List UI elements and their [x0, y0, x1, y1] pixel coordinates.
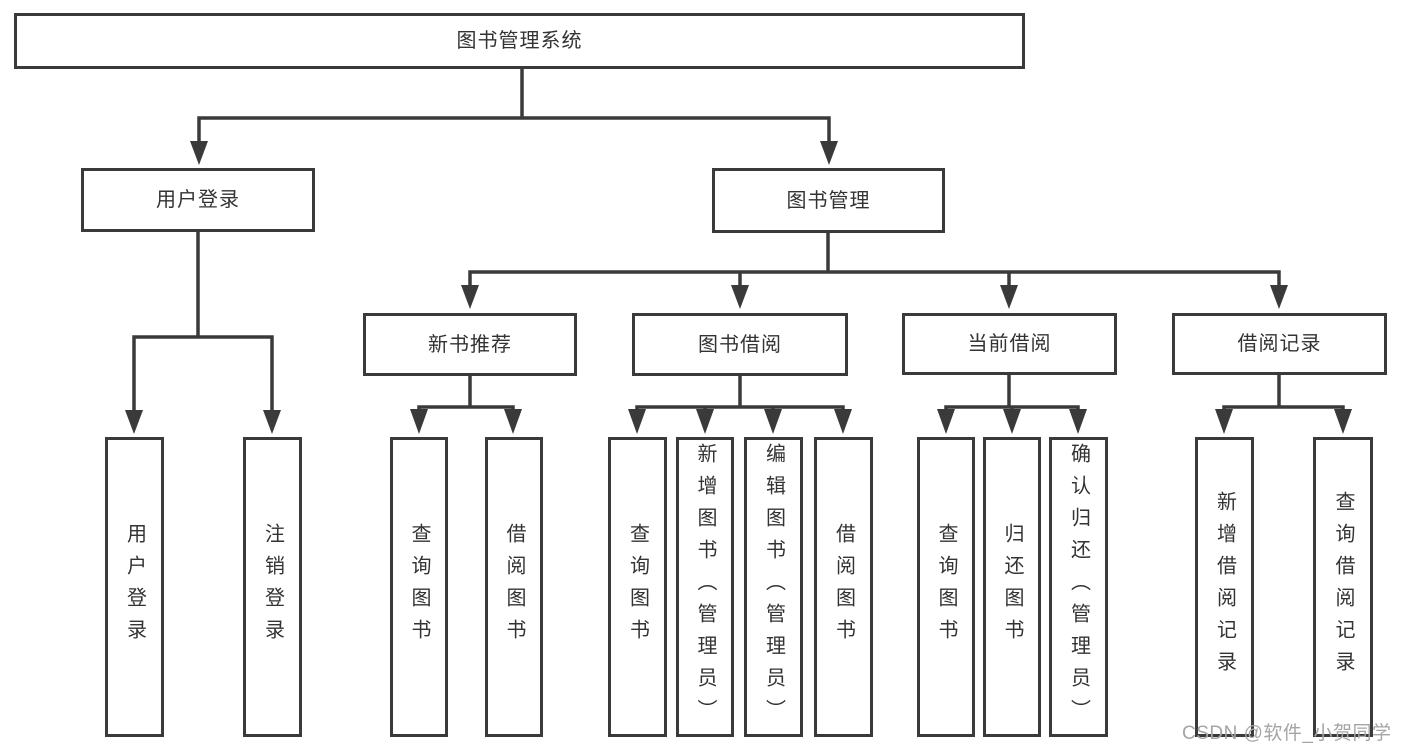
arrow-down-icon [731, 285, 749, 309]
arrow-down-icon [1215, 409, 1233, 434]
leaf-confirm-return-admin: 确认归还（管理员） [1049, 437, 1108, 737]
arrow-down-icon [1003, 409, 1021, 434]
arrow-down-icon [1334, 409, 1352, 434]
node-label: 借阅图书 [503, 523, 525, 651]
arrow-down-icon [834, 409, 852, 434]
watermark-text: CSDN @软件_小贺同学 [1182, 723, 1392, 744]
leaf-edit-books-admin: 编辑图书（管理员） [744, 437, 803, 737]
arrow-down-icon [764, 409, 782, 434]
leaf-query-borrow-record: 查询借阅记录 [1313, 437, 1373, 737]
node-label: 查询借阅记录 [1332, 491, 1354, 683]
node-label: 借阅记录 [1237, 333, 1322, 355]
connector-records-branch [1222, 405, 1345, 410]
leaf-borrow-books-2: 借阅图书 [814, 437, 873, 737]
arrow-down-icon [410, 409, 428, 434]
node-label: 查询图书 [935, 523, 957, 651]
node-label: 用户登录 [156, 189, 240, 211]
leaf-query-books-3: 查询图书 [917, 437, 975, 737]
arrow-down-icon [125, 410, 143, 434]
arrow-down-icon [461, 285, 479, 309]
leaf-borrow-books-1: 借阅图书 [485, 437, 543, 737]
arrow-down-icon [504, 409, 522, 434]
node-borrowing-records: 借阅记录 [1172, 313, 1387, 375]
arrow-down-icon [1069, 409, 1087, 434]
node-label: 归还图书 [1001, 523, 1023, 651]
connector-bookborrow-branch [635, 405, 845, 410]
leaf-user-login: 用户登录 [105, 437, 164, 737]
arrow-down-icon [263, 410, 281, 434]
node-new-book-recommend: 新书推荐 [363, 313, 577, 376]
arrow-down-icon [190, 141, 208, 165]
leaf-add-borrow-record: 新增借阅记录 [1195, 437, 1254, 737]
node-label: 图书管理 [786, 189, 871, 212]
node-label: 图书管理系统 [456, 30, 583, 52]
node-book-management: 图书管理 [712, 168, 945, 233]
arrow-down-icon [1270, 285, 1288, 309]
arrow-down-icon [696, 409, 714, 434]
leaf-query-books-1: 查询图书 [390, 437, 448, 737]
arrow-down-icon [937, 409, 955, 434]
node-label: 编辑图书（管理员） [762, 443, 785, 731]
node-label: 注销登录 [261, 523, 284, 651]
arrow-down-icon [628, 409, 646, 434]
node-label: 借阅图书 [832, 523, 855, 651]
arrow-down-icon [820, 141, 838, 165]
node-book-borrowing: 图书借阅 [632, 313, 848, 376]
node-current-borrowing: 当前借阅 [902, 313, 1117, 375]
leaf-add-books-admin: 新增图书（管理员） [676, 437, 734, 737]
node-label: 查询图书 [626, 523, 649, 651]
leaf-query-books-2: 查询图书 [608, 437, 667, 737]
arrow-down-icon [1000, 285, 1018, 309]
node-user-login: 用户登录 [81, 168, 315, 232]
node-label: 新增借阅记录 [1213, 491, 1236, 683]
connector-root-branch [197, 116, 831, 143]
node-label: 当前借阅 [967, 333, 1052, 355]
connector-newbooks-branch [417, 405, 515, 410]
leaf-return-books: 归还图书 [983, 437, 1041, 737]
node-label: 查询图书 [408, 523, 430, 651]
node-label: 新书推荐 [428, 333, 512, 356]
node-label: 确认归还（管理员） [1067, 443, 1090, 731]
node-root-system: 图书管理系统 [14, 13, 1025, 69]
connector-bookmgmt-branch [468, 270, 1281, 286]
node-label: 图书借阅 [698, 333, 782, 356]
connector-userlogin-branch [132, 335, 274, 412]
leaf-logout: 注销登录 [243, 437, 302, 737]
node-label: 用户登录 [123, 523, 146, 651]
node-label: 新增图书（管理员） [694, 443, 716, 731]
